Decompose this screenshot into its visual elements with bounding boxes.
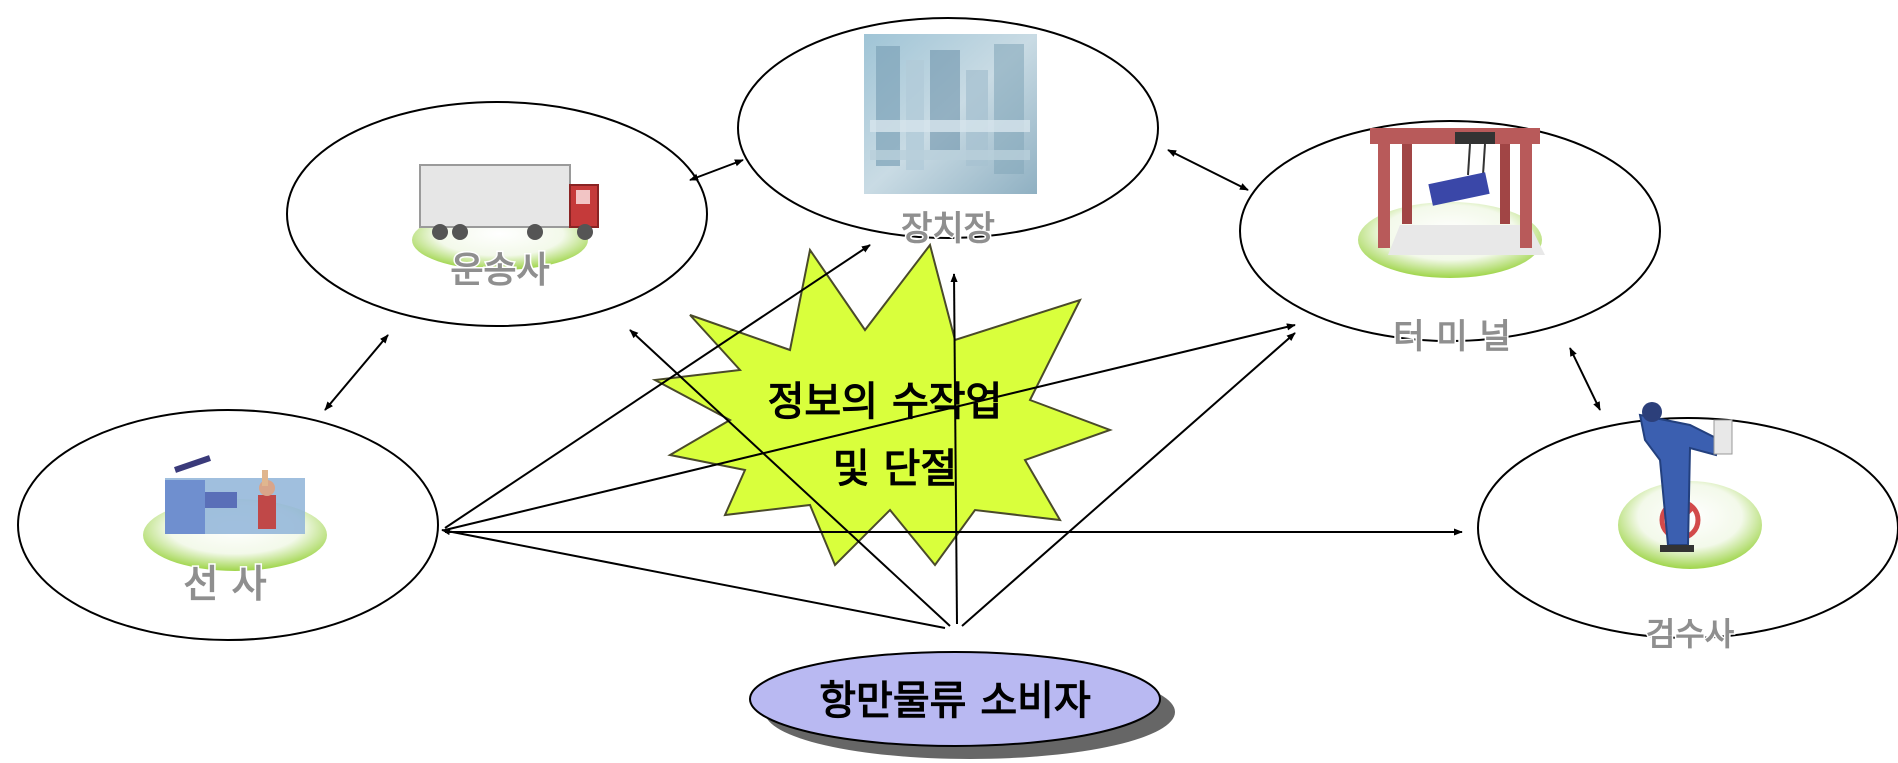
consumer-label: 항만물류 소비자 bbox=[819, 678, 1091, 724]
arrow-transport-shipping bbox=[324, 334, 389, 411]
gantry-crane-icon bbox=[1358, 128, 1545, 278]
arrow-consumer-depot bbox=[950, 273, 958, 625]
depot-label: 장치장 bbox=[901, 209, 995, 249]
arrows bbox=[324, 149, 1601, 629]
transport-label: 운송사 bbox=[450, 250, 549, 291]
truck-icon bbox=[412, 164, 599, 270]
consumer-ellipse bbox=[749, 651, 1161, 747]
arrow-shipping-depot bbox=[444, 244, 871, 529]
inspector-label: 검수사 bbox=[1646, 615, 1735, 653]
arrow-consumer-shipping bbox=[441, 528, 946, 629]
arrow-consumer-terminal-a bbox=[961, 332, 1296, 627]
shipping-line-label: 선 사 bbox=[183, 562, 266, 606]
arrow-consumer-transport bbox=[629, 329, 951, 627]
arrow-terminal-inspector bbox=[1569, 347, 1601, 411]
burst-line-2: 및 단절 bbox=[833, 446, 957, 492]
terminal-label: 터 미 널 bbox=[1393, 317, 1511, 357]
arrow-transport-depot bbox=[689, 159, 744, 181]
inspector-worker-icon bbox=[1618, 402, 1762, 569]
arrow-shipping-terminal bbox=[444, 323, 1296, 531]
starburst-shape bbox=[651, 242, 1113, 567]
arrow-depot-terminal bbox=[1167, 149, 1249, 191]
burst-line-1: 정보의 수작업 bbox=[768, 379, 1003, 425]
container-yard-icon bbox=[864, 34, 1037, 194]
ship-crane-icon bbox=[143, 455, 327, 571]
